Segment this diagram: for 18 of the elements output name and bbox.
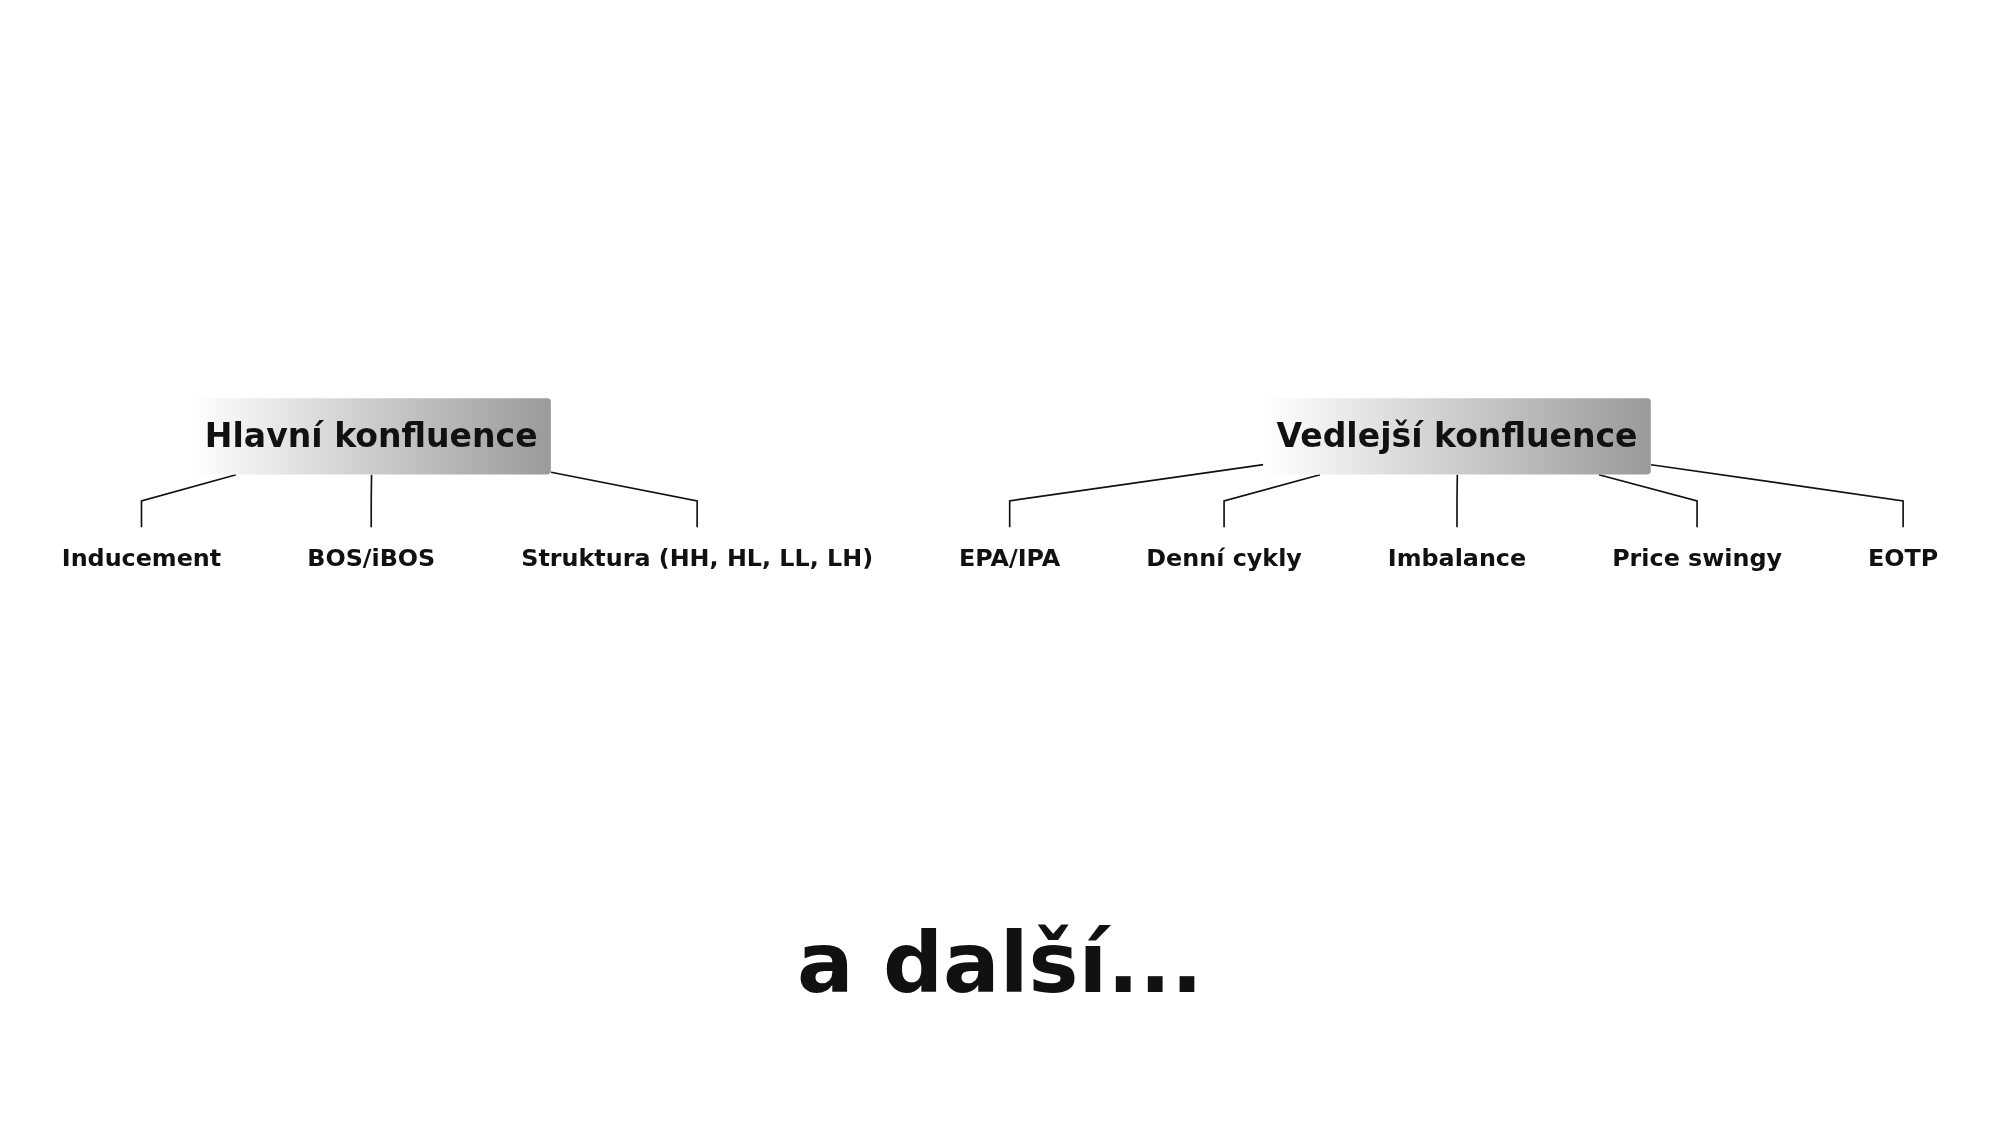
node-text: Struktura (HH, HL, LL, LH): [521, 544, 874, 572]
node-text: EOTP: [1868, 544, 1939, 572]
node-text: Imbalance: [1387, 544, 1527, 572]
connector: [1223, 473, 1321, 528]
node-text: Price swingy: [1612, 544, 1782, 572]
connector: [370, 473, 373, 528]
connector: [1008, 463, 1265, 528]
connector: [1598, 473, 1698, 528]
connector: [550, 471, 698, 528]
connector: [1650, 463, 1904, 528]
closing-note: a další...: [796, 913, 1204, 1012]
node-box: Vedlejší konfluence: [1263, 397, 1651, 474]
connector: [1456, 473, 1459, 528]
node-text: Inducement: [61, 544, 222, 572]
node-text: EPA/IPA: [959, 544, 1061, 572]
connector: [140, 473, 237, 528]
node-text: Denní cykly: [1146, 544, 1302, 572]
node-text: BOS/iBOS: [307, 544, 436, 572]
